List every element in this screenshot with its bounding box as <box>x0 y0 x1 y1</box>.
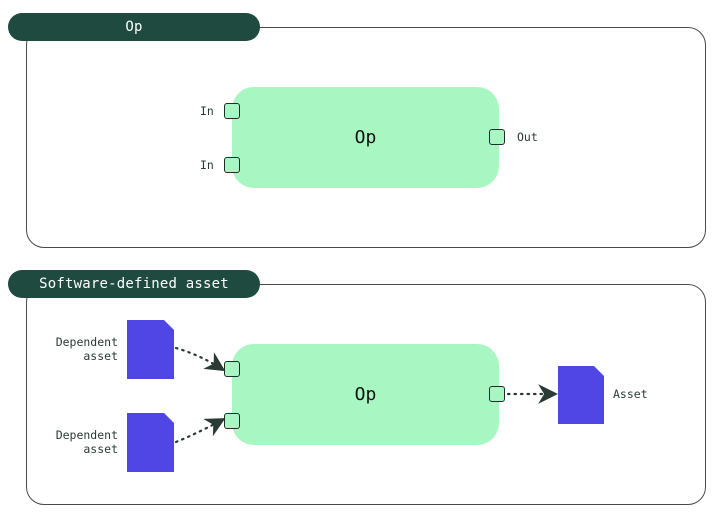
asset-op-node: Op <box>232 344 499 445</box>
asset-op-input-port-1 <box>224 361 240 377</box>
dependent-asset-label-1-line2: asset <box>83 349 118 363</box>
dependent-asset-label-1-line1: Dependent <box>55 335 118 349</box>
op-input-port-2 <box>224 157 240 173</box>
dependent-asset-label-2-line1: Dependent <box>55 428 118 442</box>
op-input-label-1: In <box>200 104 214 118</box>
op-output-port <box>489 129 505 145</box>
asset-op-node-label: Op <box>354 384 377 405</box>
op-node-label: Op <box>354 127 377 148</box>
op-panel-tab: Op <box>8 13 260 41</box>
asset-panel-tab: Software-defined asset <box>8 270 260 298</box>
dependent-asset-label-1: Dependent asset <box>40 335 118 363</box>
asset-op-output-port <box>489 386 505 402</box>
asset-op-input-port-2 <box>224 413 240 429</box>
op-output-label: Out <box>517 130 538 144</box>
asset-panel-tab-label: Software-defined asset <box>39 276 229 292</box>
op-input-port-1 <box>224 103 240 119</box>
document-icon <box>558 366 604 424</box>
output-asset-label: Asset <box>613 387 648 401</box>
dependent-asset-label-2-line2: asset <box>83 442 118 456</box>
op-node: Op <box>232 87 499 188</box>
document-icon <box>127 413 174 472</box>
document-icon <box>127 320 174 379</box>
dependent-asset-label-2: Dependent asset <box>40 428 118 456</box>
op-panel-tab-label: Op <box>125 19 143 35</box>
op-input-label-2: In <box>200 158 214 172</box>
